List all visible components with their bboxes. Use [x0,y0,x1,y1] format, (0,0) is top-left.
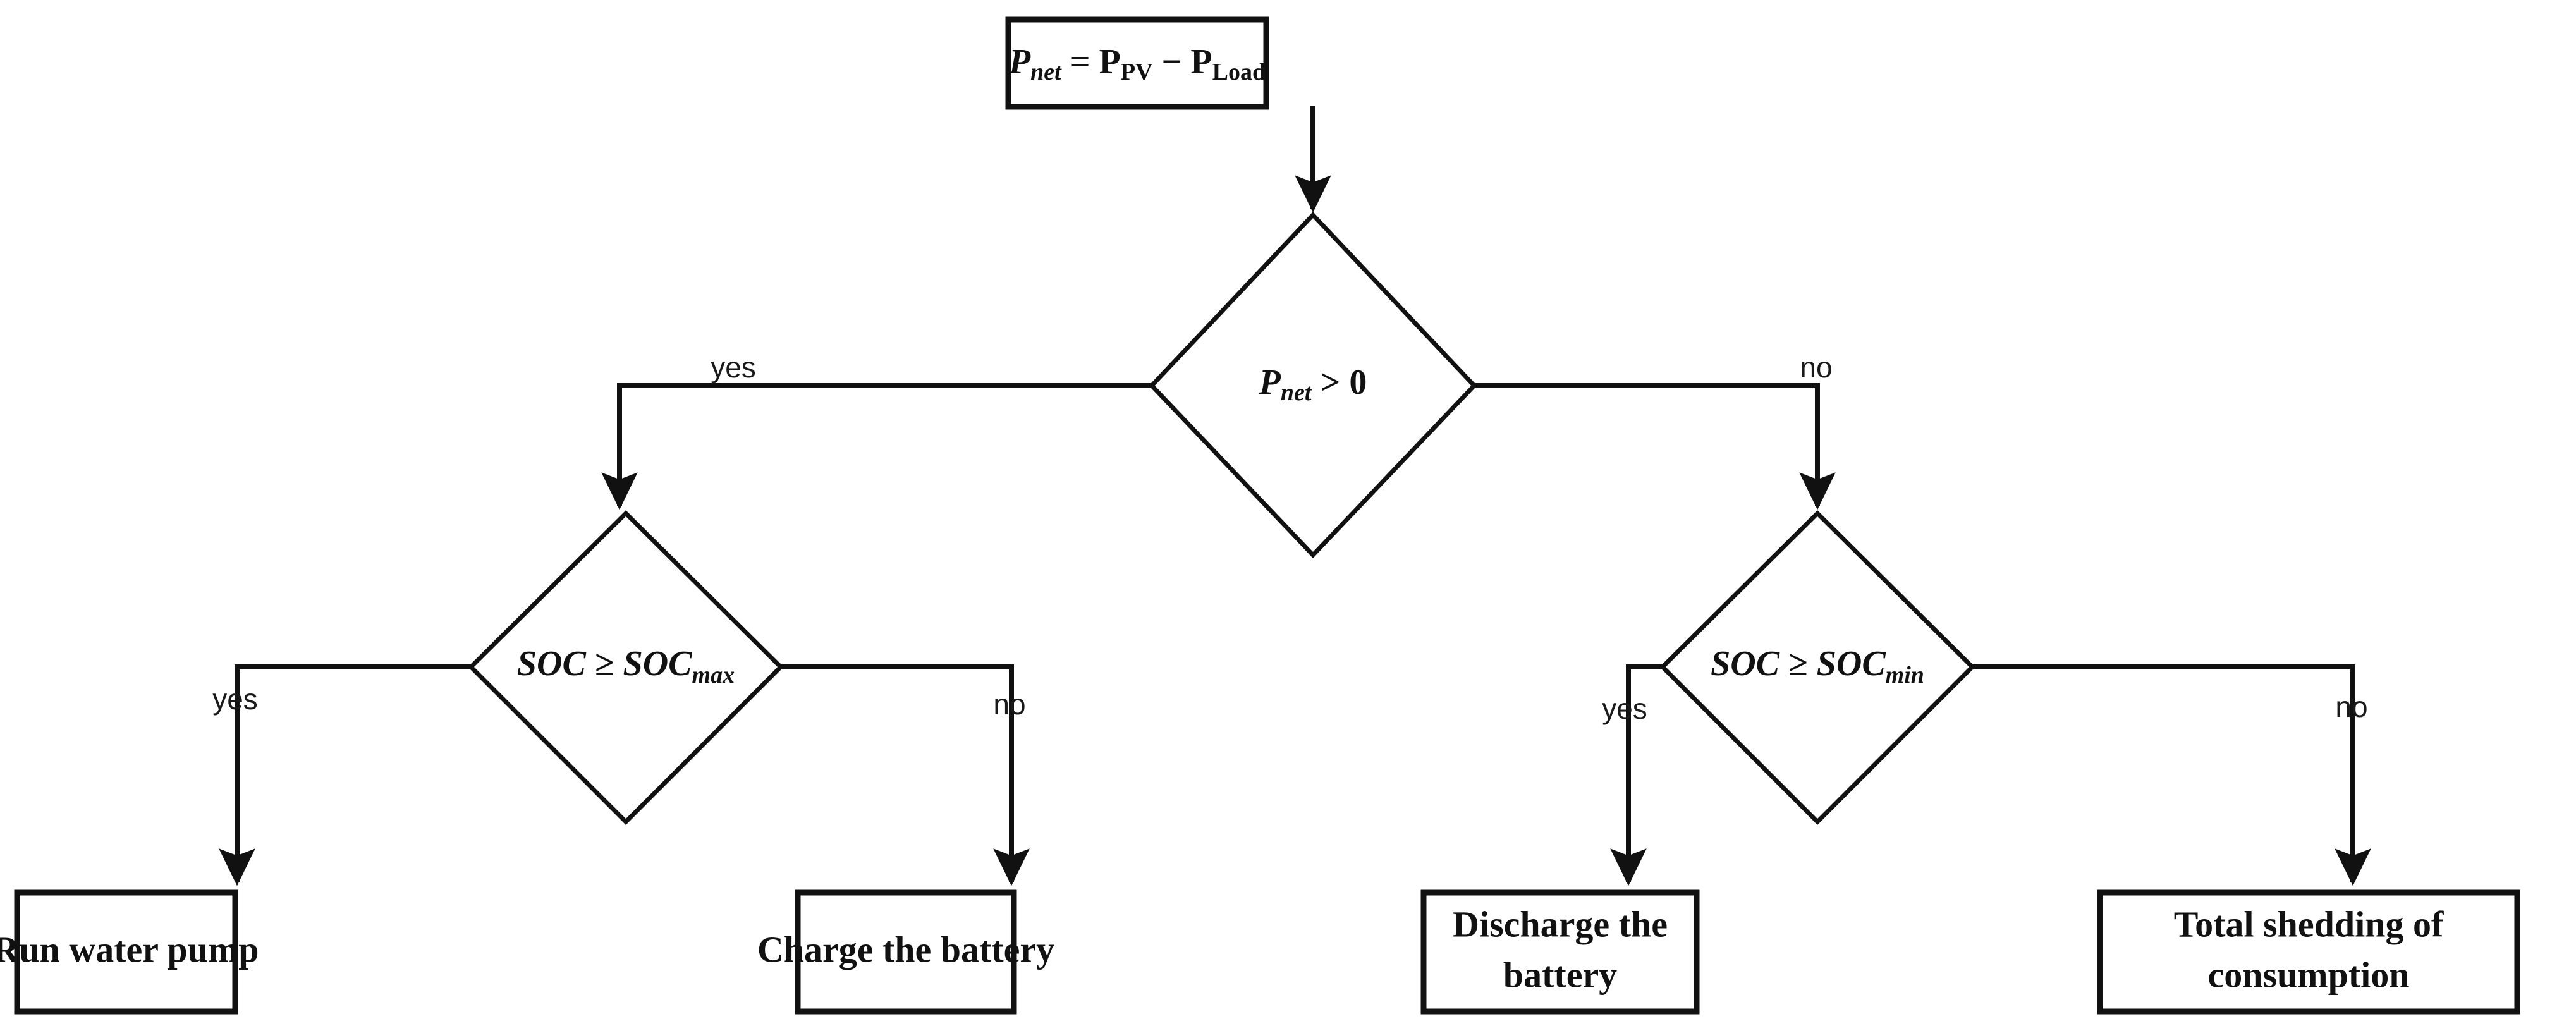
total-shedding-label-line1: Total shedding of [2174,903,2444,944]
decision-pnet-label: Pnet > 0 [1259,363,1367,406]
decision-pnet[interactable]: Pnet > 0 [1149,211,1477,559]
net-power-box-shape [1005,16,1269,110]
edge-label-socmin-no: no [2335,690,2367,723]
edge-label-socmin-yes: yes [1602,692,1647,725]
decision-soc-min-shape [1659,510,1975,825]
total-shedding-box-shape [2097,889,2520,1015]
discharge-battery-label-line1: Discharge the [1453,903,1668,944]
edge-socmin-no [1972,664,2371,886]
charge-battery-box-shape [795,889,1017,1015]
discharge-battery-label-line2: battery [1503,954,1617,995]
total-shedding-label-line2: consumption [2207,954,2409,995]
decision-soc-min-label: SOC ≥ SOCmin [1711,644,1924,688]
discharge-battery-box-shape [1420,889,1700,1015]
discharge-battery-box[interactable]: Discharge the battery [1420,889,1700,1015]
run-water-pump-box[interactable]: Run water pump [0,889,259,1015]
edge-label-pnet-yes: yes [711,351,756,384]
total-shedding-box[interactable]: Total shedding of consumption [2097,889,2520,1015]
edge-socmin-yes [1610,664,1663,886]
decision-pnet-shape [1149,211,1477,559]
edge-label-socmax-yes: yes [212,683,258,716]
run-water-pump-box-shape [14,889,238,1015]
edge-socmax-no [781,664,1030,886]
net-power-box[interactable]: Pnet = PPV − PLoad [1005,16,1269,110]
decision-soc-min[interactable]: SOC ≥ SOCmin [1659,510,1975,825]
edge-pnet-yes [601,383,1152,510]
decision-soc-max[interactable]: SOC ≥ SOCmax [468,510,784,825]
edge-pnet-no [1474,383,1836,510]
run-water-pump-label: Run water pump [0,929,259,970]
decision-soc-max-shape [468,510,784,825]
edge-label-pnet-no: no [1800,351,1832,384]
decision-soc-max-label: SOC ≥ SOCmax [517,644,735,688]
charge-battery-box[interactable]: Charge the battery [757,889,1054,1015]
net-power-equation: Pnet = PPV − PLoad [1008,42,1266,85]
charge-battery-label: Charge the battery [757,929,1054,970]
edge-label-socmax-no: no [993,688,1025,721]
edge-socmax-yes [219,664,471,886]
